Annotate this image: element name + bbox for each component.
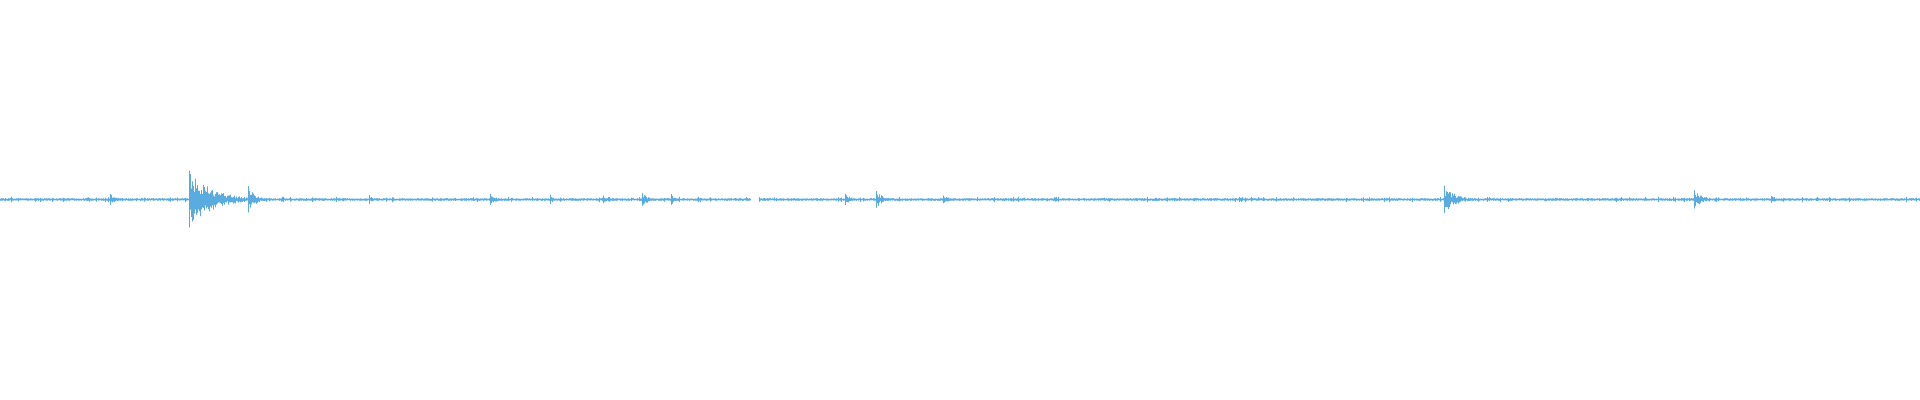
- waveform-samples: [0, 170, 1920, 228]
